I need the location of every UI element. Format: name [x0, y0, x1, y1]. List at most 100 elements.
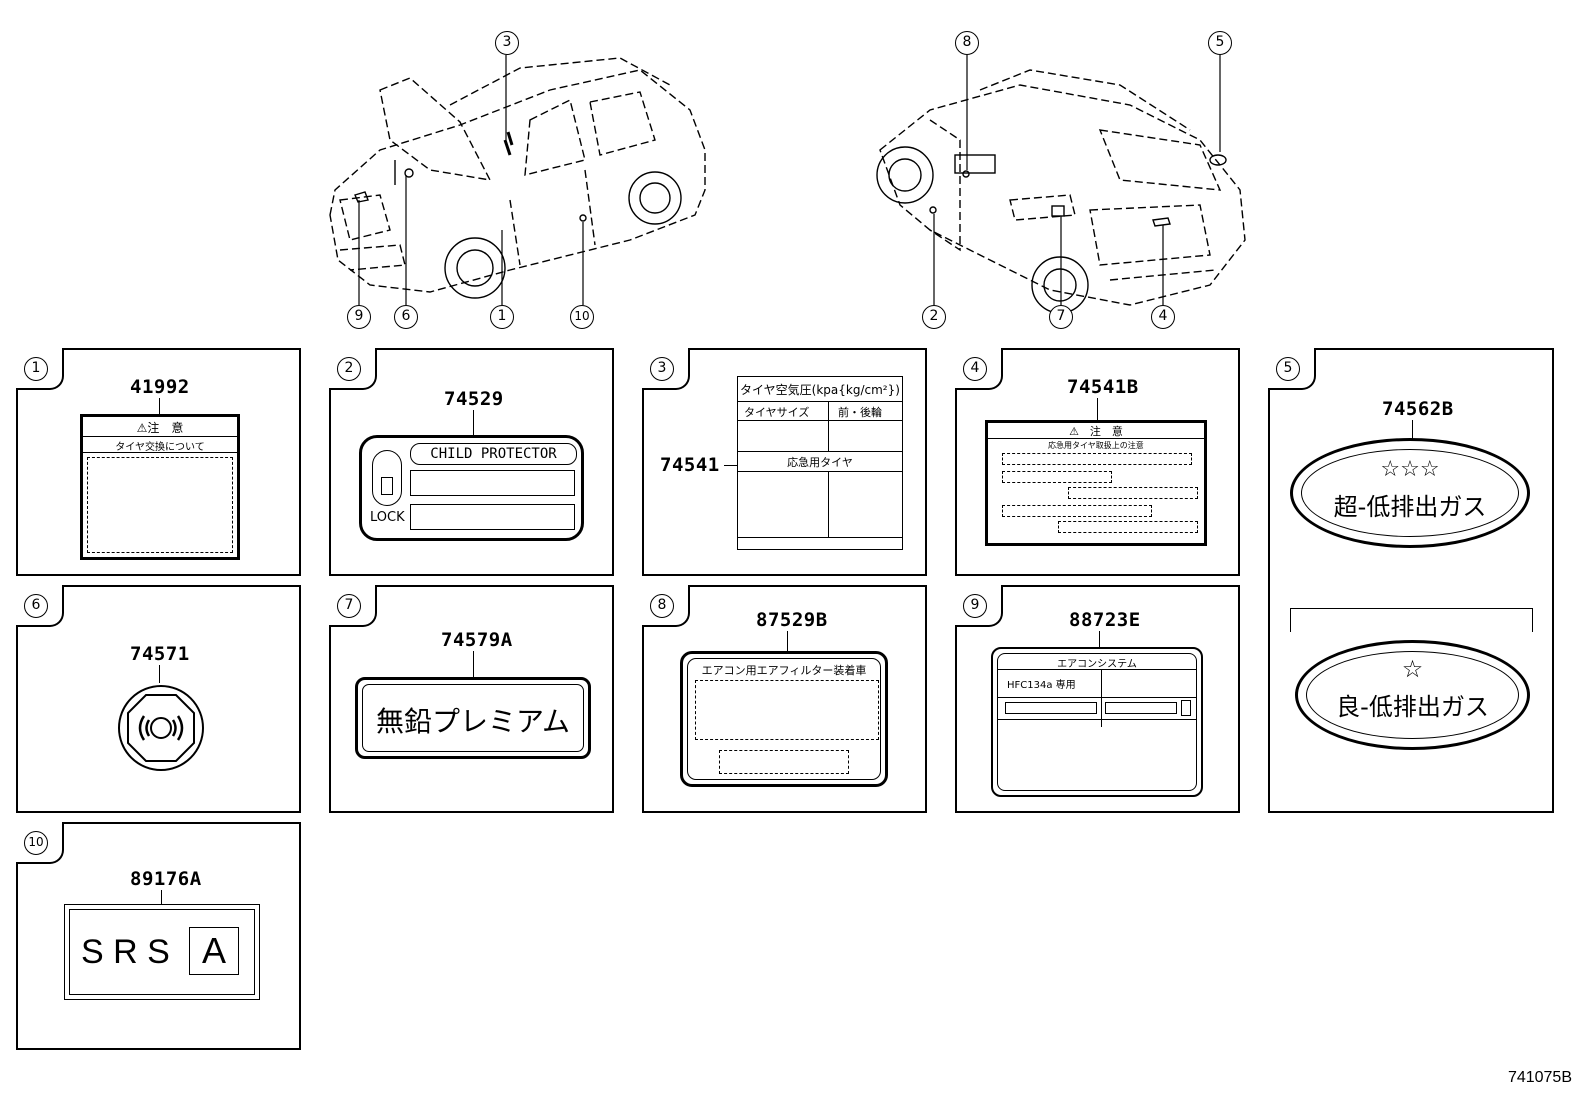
leader-line	[161, 890, 162, 904]
callout-7: 7	[1049, 305, 1073, 329]
label-title: タイヤ空気圧(kpa{kg/cm²})	[740, 383, 900, 397]
divider	[997, 669, 1197, 670]
emission-text-good-low: 良-低排出ガス	[1336, 693, 1489, 721]
lock-text: LOCK	[370, 510, 405, 525]
callout-6: 6	[394, 305, 418, 329]
label-subtitle: 応急用タイヤ取扱上の注意	[1048, 441, 1144, 450]
text-line	[410, 504, 575, 530]
callout-5: 5	[1208, 31, 1232, 55]
label-outline: LOCK CHILD PROTECTOR	[359, 435, 584, 541]
leader-line	[1099, 631, 1100, 647]
divider	[83, 452, 237, 453]
leader-line	[159, 665, 160, 683]
panel-number: 7	[337, 594, 361, 618]
part-number: 74562B	[1382, 398, 1454, 420]
panel-number: 8	[650, 594, 674, 618]
part-number: 41992	[130, 376, 190, 398]
panel-1-caution-label: 1 41992 ⚠注 意 タイヤ交換について	[16, 348, 301, 576]
emission-label-1star: ☆ 良-低排出ガス	[1295, 640, 1530, 750]
panel-tab: 8	[642, 585, 690, 627]
leader-line	[159, 398, 160, 414]
panel-tab: 6	[16, 585, 64, 627]
label-title: 無鉛プレミアム	[375, 705, 571, 738]
lock-switch-icon	[372, 450, 402, 506]
field-box	[1105, 702, 1177, 714]
panel-number: 5	[1276, 357, 1300, 381]
panel-6-hood-sticker: 6 74571	[16, 585, 301, 813]
leader-line	[1097, 398, 1098, 420]
panel-number: 3	[650, 357, 674, 381]
srs-letter: A	[189, 927, 239, 975]
panel-tab: 9	[955, 585, 1003, 627]
text-line	[1002, 505, 1152, 517]
part-number: 89176A	[130, 868, 202, 890]
callout-4: 4	[1151, 305, 1175, 329]
text-line	[1058, 521, 1198, 533]
panel-tab: 7	[329, 585, 377, 627]
leader-line	[724, 465, 739, 466]
col1-header: タイヤサイズ	[744, 406, 810, 419]
divider	[988, 438, 1204, 439]
col2-header: 前・後輪	[838, 406, 882, 419]
panel-tab: 2	[329, 348, 377, 390]
divider	[997, 697, 1197, 698]
divider	[997, 719, 1197, 720]
field-box	[1005, 702, 1097, 714]
figure-id: 741075B	[1507, 1069, 1572, 1086]
panel-7-unleaded-premium: 7 74579A 無鉛プレミアム	[329, 585, 614, 813]
divider	[1290, 608, 1291, 632]
callout-1: 1	[490, 305, 514, 329]
label-body-area	[87, 457, 233, 553]
panel-8-ac-filter: 8 87529B エアコン用エアフィルター装着車	[642, 585, 927, 813]
callout-3: 3	[495, 31, 519, 55]
divider	[738, 401, 902, 402]
panel-tab: 10	[16, 822, 64, 864]
part-number: 74529	[444, 388, 504, 410]
label-outline: ⚠注 意 タイヤ交換について	[80, 414, 240, 560]
text-block	[719, 750, 849, 774]
panel-2-child-protector: 2 74529 LOCK CHILD PROTECTOR	[329, 348, 614, 576]
part-number: 74571	[130, 643, 190, 665]
leader-line	[473, 651, 474, 677]
field-box	[1181, 700, 1191, 716]
label-outline: エアコンシステム HFC134a 専用	[991, 647, 1203, 797]
label-outline: S R S A	[64, 904, 260, 1000]
divider	[738, 471, 902, 472]
divider	[1290, 608, 1532, 609]
callout-10: 10	[570, 305, 594, 329]
divider	[738, 451, 902, 452]
panel-number: 1	[24, 357, 48, 381]
leader-line	[473, 410, 474, 436]
text-line	[1002, 471, 1112, 483]
label-outline: タイヤ空気圧(kpa{kg/cm²}) タイヤサイズ 前・後輪 応急用タイヤ	[737, 376, 903, 550]
text-line	[410, 470, 575, 496]
refrigerant-text: HFC134a 専用	[1007, 680, 1076, 691]
panel-10-srs-label: 10 89176A S R S A	[16, 822, 301, 1050]
label-title: ⚠注 意	[136, 421, 184, 435]
label-outline: エアコン用エアフィルター装着車	[680, 651, 888, 787]
panel-3-tire-pressure: 3 74541 タイヤ空気圧(kpa{kg/cm²}) タイヤサイズ 前・後輪 …	[642, 348, 927, 576]
divider	[828, 401, 829, 451]
divider	[1532, 608, 1533, 632]
emission-label-3star: ☆☆☆ 超-低排出ガス	[1290, 438, 1530, 548]
stars-3: ☆☆☆	[1380, 457, 1440, 482]
vehicle-rear-illustration	[876, 55, 1246, 314]
label-title: エアコンシステム	[1057, 659, 1137, 670]
panel-number: 2	[337, 357, 361, 381]
callout-9: 9	[347, 305, 371, 329]
label-title: ⚠ 注 意	[1069, 425, 1123, 438]
leader-line	[1412, 420, 1413, 440]
octagon-sticker-icon	[118, 685, 204, 771]
label-outline: 無鉛プレミアム	[355, 677, 591, 759]
part-number: 74541	[660, 454, 720, 476]
callout-2: 2	[922, 305, 946, 329]
divider	[828, 471, 829, 537]
panel-number: 4	[963, 357, 987, 381]
emission-text-ultra-low: 超-低排出ガス	[1333, 493, 1487, 521]
divider	[1101, 669, 1102, 727]
vehicle-front-illustration	[329, 55, 706, 305]
row-header: 応急用タイヤ	[787, 456, 853, 469]
label-subtitle: タイヤ交換について	[115, 442, 205, 453]
divider	[738, 420, 902, 421]
part-number: 88723E	[1069, 609, 1141, 631]
